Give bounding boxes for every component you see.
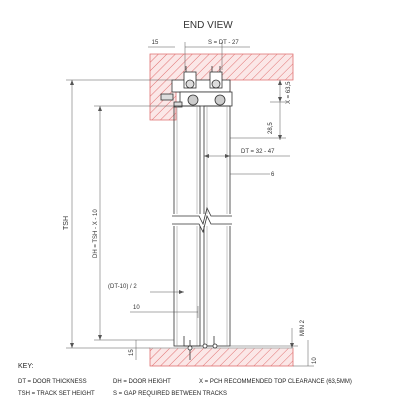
dim-label-floor-left: 15 bbox=[129, 349, 135, 356]
dim-label-door-height: DH = TSH - X - 10 bbox=[93, 209, 99, 258]
dim-label-hanger-drop: 28,5 bbox=[268, 122, 274, 134]
drawing-title: END VIEW bbox=[183, 20, 233, 31]
dim-label-track-set-height: TSH bbox=[63, 216, 70, 230]
door-panels bbox=[170, 105, 234, 347]
track-assembly bbox=[160, 66, 233, 108]
key-item-door-height: DH = DOOR HEIGHT bbox=[113, 379, 171, 385]
dim-label-door-spacing: DT = 32 - 47 bbox=[241, 149, 275, 155]
dim-label-floor-right: 10 bbox=[312, 357, 318, 364]
dim-label-panel-gap: 6 bbox=[271, 172, 275, 178]
key-item-track-set-height: TSH = TRACK SET HEIGHT bbox=[18, 391, 95, 397]
dim-label-guide-depth: 10 bbox=[133, 305, 140, 311]
key-heading: KEY: bbox=[18, 363, 34, 370]
dim-label-top-offset: 15 bbox=[152, 40, 159, 46]
dim-label-clearance: X = 63,5 bbox=[286, 81, 292, 104]
dim-label-gap: S = DT - 27 bbox=[208, 40, 239, 46]
key-item-track-gap: S = GAP REQUIRED BETWEEN TRACKS bbox=[113, 391, 227, 397]
dim-label-min-gap: MIN 2 bbox=[300, 319, 306, 336]
floor-section bbox=[149, 347, 294, 367]
dim-label-guide-offset: (DT-10) / 2 bbox=[108, 284, 137, 290]
key-item-top-clearance: X = PCH RECOMMENDED TOP CLEARANCE (63,5M… bbox=[199, 379, 352, 385]
floor-guide bbox=[183, 336, 218, 360]
key-item-door-thickness: DT = DOOR THICKNESS bbox=[18, 379, 87, 385]
